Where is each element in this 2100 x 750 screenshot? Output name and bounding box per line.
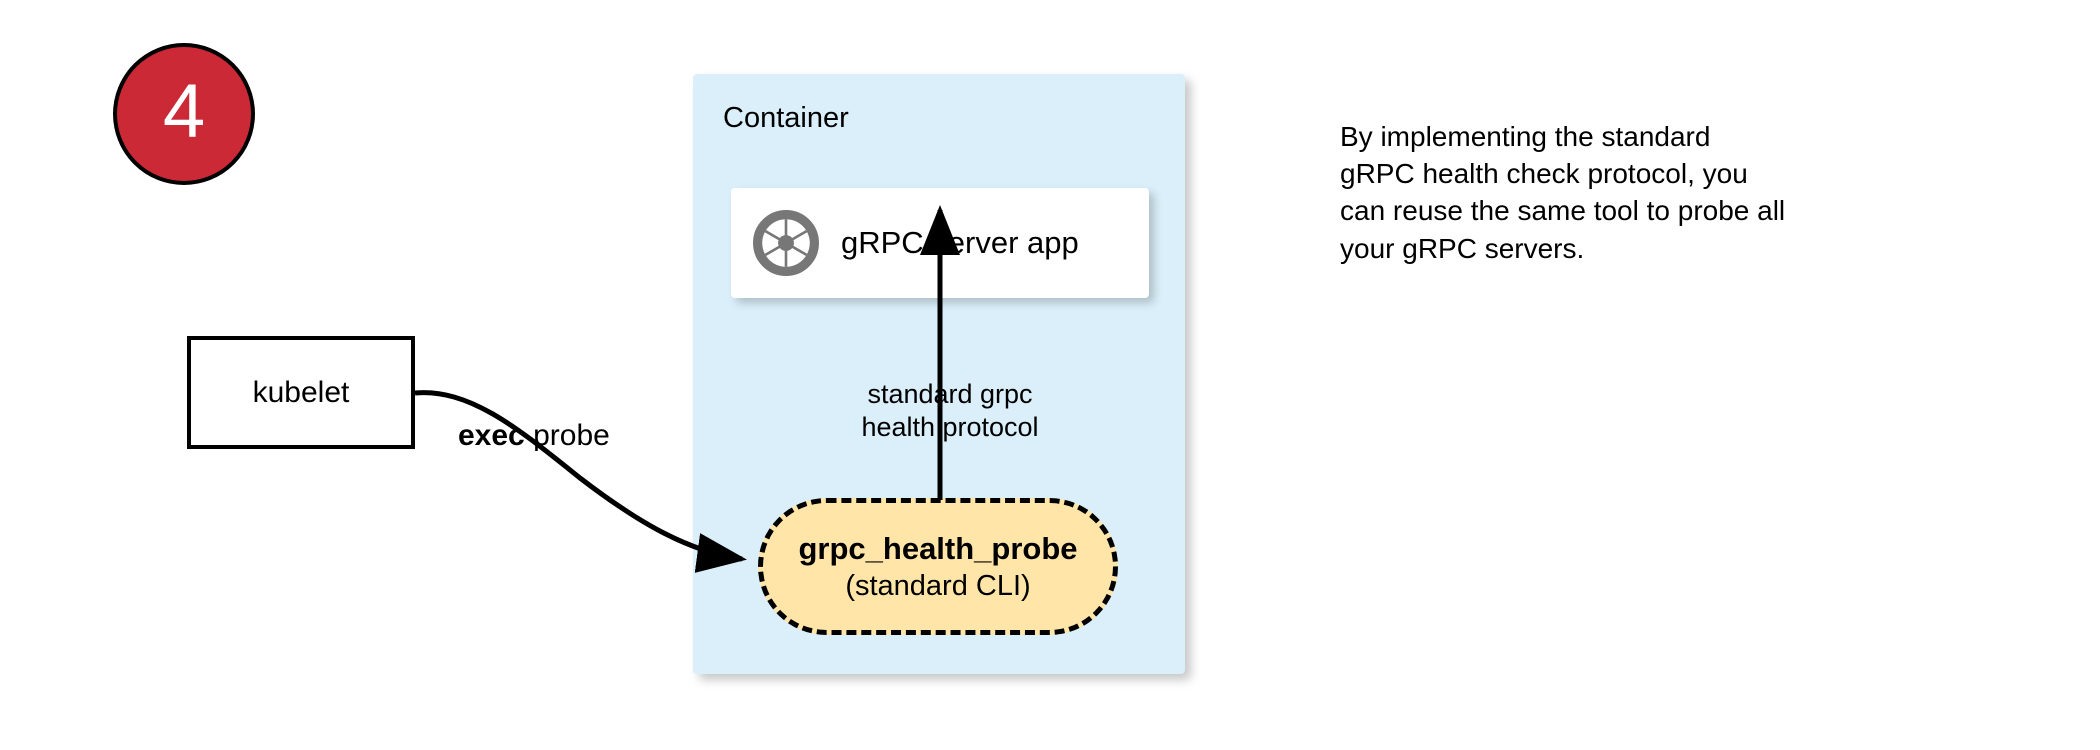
health-protocol-line-1: standard grpc <box>867 379 1033 409</box>
grpc-health-probe-title: grpc_health_probe <box>798 530 1078 566</box>
note-line-2: gRPC health check protocol, you <box>1340 158 1748 190</box>
grpc-health-probe-node: grpc_health_probe (standard CLI) <box>758 498 1118 635</box>
grpc-server-app-card: gRPC server app <box>731 188 1149 298</box>
grpc-server-app-label: gRPC server app <box>841 225 1079 260</box>
exec-probe-keyword: exec <box>458 419 525 452</box>
aperture-icon <box>753 210 819 276</box>
note-line-1: By implementing the standard <box>1340 121 1711 152</box>
explanatory-note: By implementing the standard gRPC health… <box>1340 118 1920 267</box>
container-title: Container <box>723 102 849 134</box>
grpc-health-probe-subtitle: (standard CLI) <box>845 569 1031 602</box>
exec-probe-edge-label: exec probe <box>458 419 610 453</box>
exec-probe-suffix: probe <box>524 419 610 452</box>
health-protocol-edge-label: standard grpc health protocol <box>835 378 1065 445</box>
kubelet-label: kubelet <box>252 375 350 409</box>
health-protocol-line-2: health protocol <box>861 412 1039 443</box>
step-number-text: 4 <box>162 69 206 154</box>
note-line-3: can reuse the same tool to probe all <box>1340 195 1786 227</box>
note-line-4: your gRPC servers. <box>1340 232 1585 264</box>
step-number-badge: 4 <box>113 43 255 185</box>
kubelet-node: kubelet <box>187 336 415 449</box>
